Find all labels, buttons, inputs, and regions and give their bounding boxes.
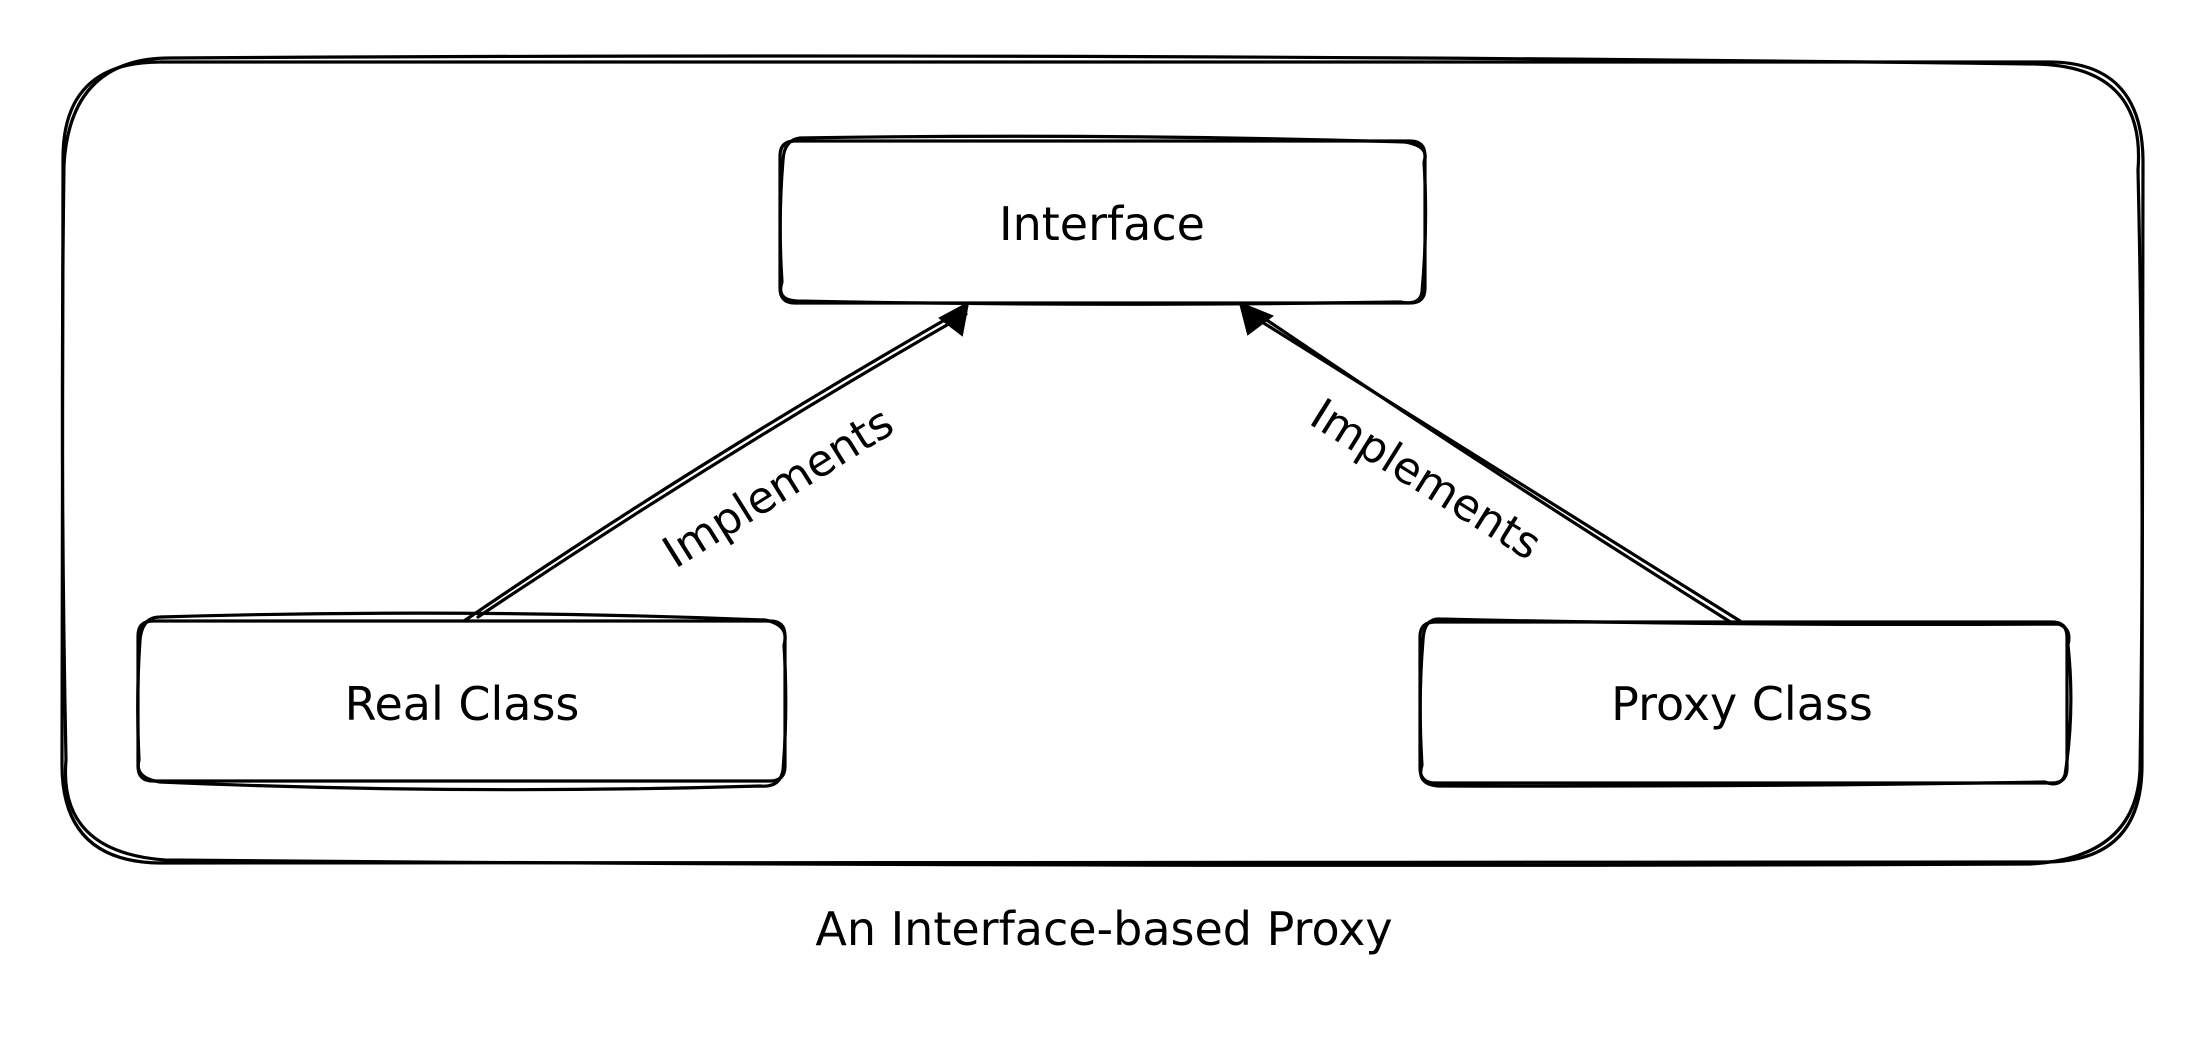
node-real-class-label: Real Class <box>345 677 580 731</box>
node-interface[interactable]: Interface <box>778 134 1428 306</box>
outer-container <box>60 54 2145 867</box>
edge-real-implements-interface: Implements <box>462 301 970 623</box>
node-real-class[interactable]: Real Class <box>136 611 788 792</box>
arrowhead-icon <box>938 301 970 337</box>
node-proxy-class[interactable]: Proxy Class <box>1418 617 2073 788</box>
node-interface-label: Interface <box>999 197 1205 251</box>
arrowhead-icon <box>1238 301 1275 336</box>
edge-proxy-implements-interface: Implements <box>1238 301 1742 625</box>
diagram-caption: An Interface-based Proxy <box>815 902 1392 956</box>
node-proxy-class-label: Proxy Class <box>1611 677 1873 731</box>
